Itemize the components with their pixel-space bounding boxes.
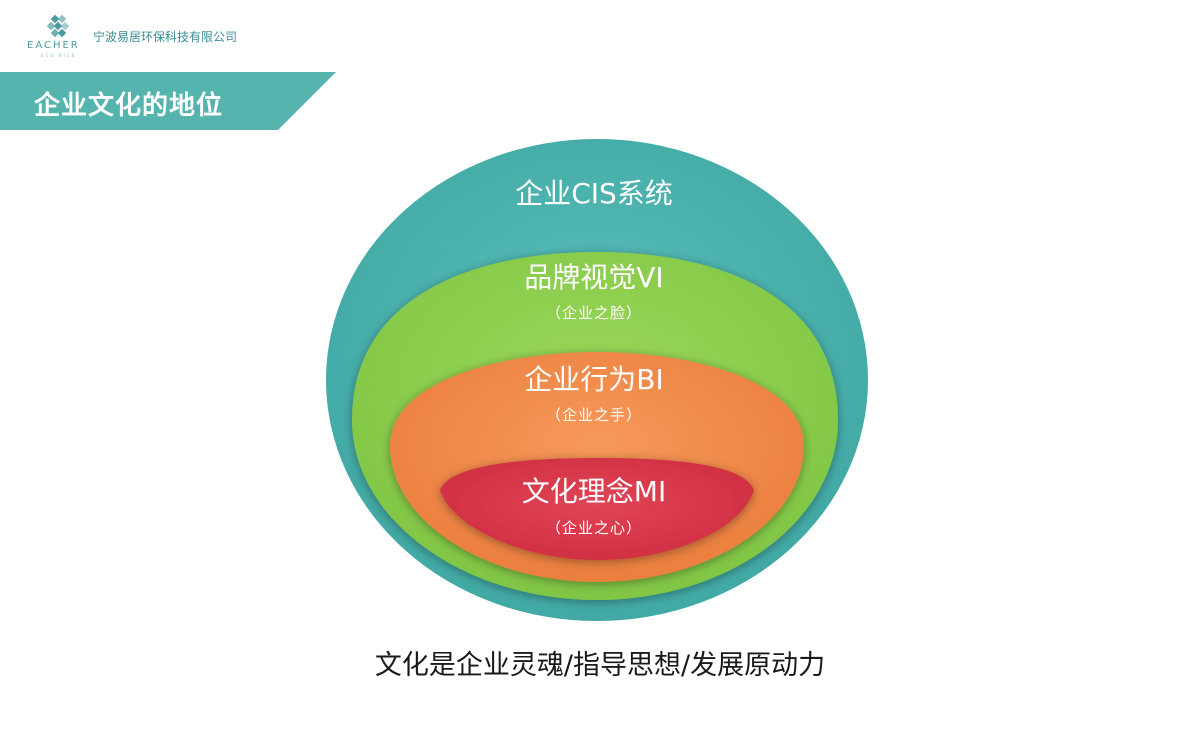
- logo-wordmark: EACHER: [27, 40, 80, 51]
- layer-mi-sublabel: （企业之心）: [545, 519, 642, 537]
- layer-mi-label: 文化理念MI: [521, 475, 667, 508]
- layer-cis-label: 企业CIS系统: [515, 177, 673, 210]
- layer-bi-label: 企业行为BI: [524, 363, 664, 396]
- company-name: 宁波易居环保科技有限公司: [93, 30, 238, 44]
- layer-vi-label: 品牌视觉VI: [524, 261, 664, 294]
- layer-bi-sublabel: （企业之手）: [545, 406, 642, 424]
- title-band: [0, 72, 336, 130]
- layer-mi: [440, 458, 754, 560]
- diagram-caption: 文化是企业灵魂/指导思想/发展原动力: [374, 650, 826, 681]
- layer-vi-sublabel: （企业之脸）: [545, 304, 642, 322]
- page-title: 企业文化的地位: [34, 91, 224, 121]
- company-logo-icon: [46, 14, 70, 38]
- logo-subtext: ECO NICE: [41, 53, 77, 58]
